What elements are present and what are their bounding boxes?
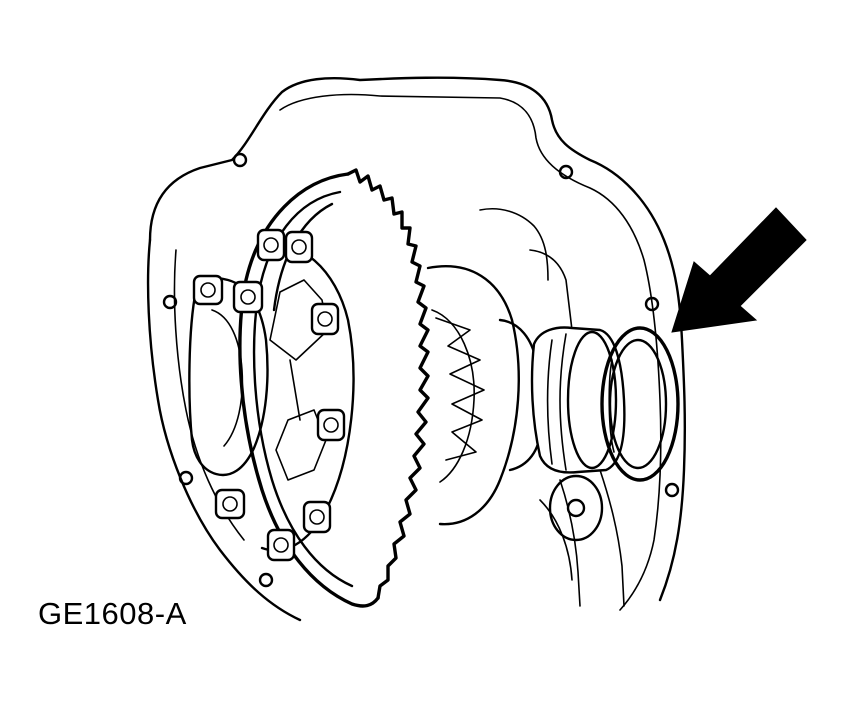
differential-case-icon <box>188 228 542 562</box>
case-bolt-icon <box>192 228 346 562</box>
indicator-arrow-icon <box>671 207 807 333</box>
carrier-bearing-icon <box>530 326 626 474</box>
axle-housing-icon <box>146 76 687 622</box>
figure-code-label: GE1608-A <box>38 596 187 631</box>
bearing-cup-shim-icon <box>600 326 680 482</box>
